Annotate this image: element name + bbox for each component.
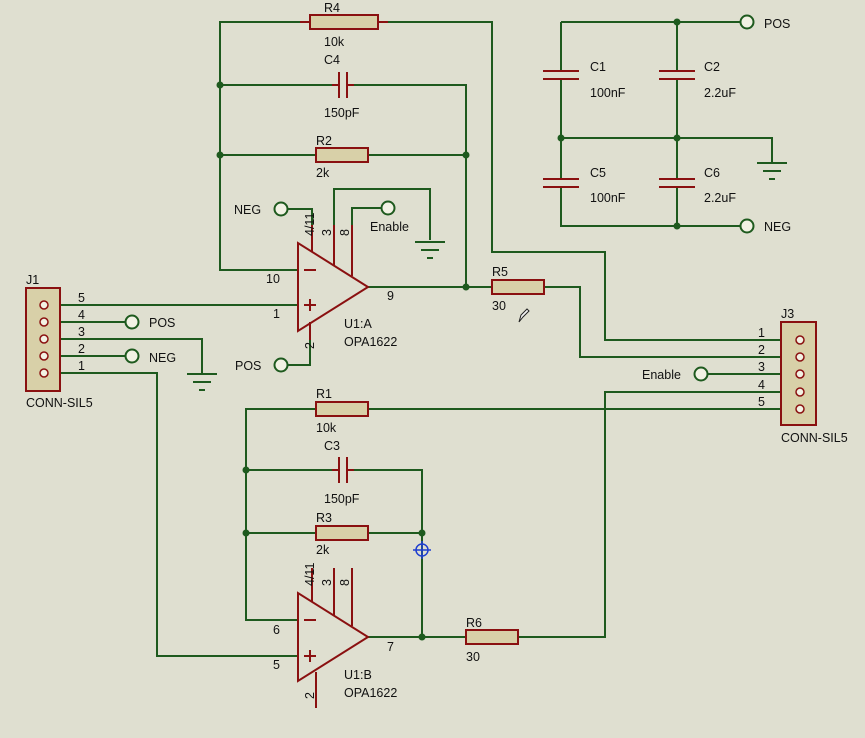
capacitor-c1[interactable]: C1 100nF [543,60,626,100]
opamp-u1b-pin-3: 3 [320,579,334,586]
ground-icon [187,373,217,391]
connector-j3-ref: J3 [781,307,794,321]
resistor-r2[interactable]: R2 2k [315,134,369,180]
connector-j3-pin-2: 2 [758,343,765,357]
opamp-u1b-pin-noninv: 5 [273,658,280,672]
capacitor-c3[interactable]: C3 150pF [324,439,360,506]
opamp-u1a-pin-8: 8 [338,229,352,236]
resistor-r3[interactable]: R3 2k [315,511,369,557]
resistor-r6-ref: R6 [466,616,482,630]
terminal-pos[interactable]: POS [739,14,791,32]
resistor-r4-ref: R4 [324,1,340,15]
connector-j1-pin-1: 1 [78,359,85,373]
opamp-u1b-pin-8: 8 [338,579,352,586]
capacitor-c2-ref: C2 [704,60,720,74]
opamp-u1a-pin-out: 9 [387,289,394,303]
opamp-u1b-value: OPA1622 [344,686,397,700]
connector-j1[interactable]: J1 CONN-SIL5 5 4 3 2 1 [25,273,93,410]
capacitor-c1-value: 100nF [590,86,626,100]
capacitor-c2-value: 2.2uF [704,86,736,100]
connector-j3-pin-4: 4 [758,378,765,392]
resistor-r1[interactable]: R1 10k [315,387,369,435]
connector-j1-pin-3: 3 [78,325,85,339]
capacitor-c5-ref: C5 [590,166,606,180]
capacitor-c3-value: 150pF [324,492,360,506]
opamp-u1a-pin-pwr: 4/11 [303,213,317,236]
opamp-u1a-value: OPA1622 [344,335,397,349]
opamp-u1b-pin-pwr: 4/11 [303,563,317,586]
opamp-u1a-ref: U1:A [344,317,372,331]
capacitor-c2[interactable]: C2 2.2uF [659,60,736,100]
resistor-r4[interactable]: R4 10k [300,1,388,49]
opamp-u1a-pin-2: 2 [303,342,317,349]
capacitor-c6-value: 2.2uF [704,191,736,205]
terminal-neg-label: NEG [764,220,791,234]
resistor-r4-value: 10k [324,35,345,49]
resistor-r6[interactable]: R6 30 [465,616,519,664]
terminal-enable[interactable]: Enable [370,200,409,235]
connector-j3-pin-1: 1 [758,326,765,340]
ground-icon [415,241,445,259]
capacitor-c6[interactable]: C6 2.2uF [659,166,736,205]
capacitor-c3-ref: C3 [324,439,340,453]
capacitor-c4-value: 150pF [324,106,360,120]
ground-icon [757,162,787,180]
terminal-pos-label: POS [149,316,175,330]
wires [60,21,780,657]
resistor-r2-ref: R2 [316,134,332,148]
opamp-u1b[interactable]: 4/11 3 8 6 5 7 2 U1:B OPA1622 [273,563,397,708]
connector-j3-pin-5: 5 [758,395,765,409]
resistor-r1-value: 10k [316,421,337,435]
capacitor-c5-value: 100nF [590,191,626,205]
connector-j1-ref: J1 [26,273,39,287]
resistor-r6-value: 30 [466,650,480,664]
terminal-neg[interactable]: NEG [739,218,792,235]
opamp-u1b-pin-inv: 6 [273,623,280,637]
opamp-u1a[interactable]: 4/11 3 8 10 1 9 2 U1:A OPA1622 [266,213,397,349]
connector-j1-pin-4: 4 [78,308,85,322]
terminal-neg-label: NEG [234,203,261,217]
capacitor-c1-ref: C1 [590,60,606,74]
terminal-enable-label: Enable [642,368,681,382]
connector-j1-value: CONN-SIL5 [26,396,93,410]
connector-j3-value: CONN-SIL5 [781,431,848,445]
capacitor-c6-ref: C6 [704,166,720,180]
opamp-u1b-ref: U1:B [344,668,372,682]
opamp-u1a-pin-3: 3 [320,229,334,236]
terminal-pos[interactable]: POS [124,314,176,331]
resistor-r5-value: 30 [492,299,506,313]
opamp-u1a-pin-noninv: 1 [273,307,280,321]
capacitor-c5[interactable]: C5 100nF [543,166,626,205]
terminal-neg[interactable]: NEG [234,201,289,218]
resistor-r5-ref: R5 [492,265,508,279]
pencil-cursor-icon [518,308,530,323]
resistor-r5[interactable]: R5 30 [491,265,545,313]
opamp-u1b-pin-out: 7 [387,640,394,654]
capacitor-c4[interactable]: C4 150pF [324,53,360,120]
connector-j3-pin-3: 3 [758,360,765,374]
terminal-pos-label: POS [235,359,261,373]
terminal-neg[interactable]: NEG [124,348,177,366]
junction-dots [216,18,681,641]
terminal-pos-label: POS [764,17,790,31]
connector-j1-pin-5: 5 [78,291,85,305]
terminal-enable-label: Enable [370,220,409,234]
resistor-r3-ref: R3 [316,511,332,525]
connector-j3[interactable]: J3 CONN-SIL5 1 2 3 4 5 [758,307,848,445]
capacitor-c4-ref: C4 [324,53,340,67]
opamp-u1b-pin-2: 2 [303,692,317,699]
crosshair-icon [413,541,431,559]
resistor-r2-value: 2k [316,166,330,180]
terminal-neg-label: NEG [149,351,176,365]
resistor-r1-ref: R1 [316,387,332,401]
terminal-enable[interactable]: Enable [642,366,709,383]
connector-j1-pin-2: 2 [78,342,85,356]
opamp-u1a-pin-inv: 10 [266,272,280,286]
terminal-pos[interactable]: POS [235,357,289,374]
resistor-r3-value: 2k [316,543,330,557]
